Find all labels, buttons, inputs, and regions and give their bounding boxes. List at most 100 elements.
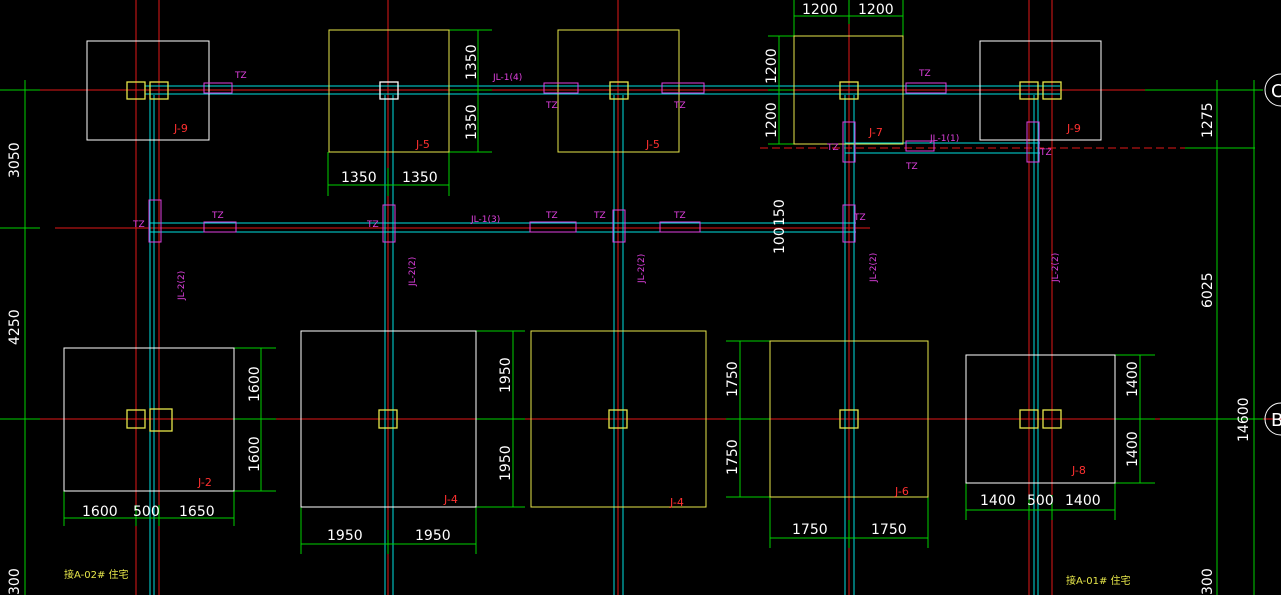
footing-label-j7: J-7 — [868, 126, 883, 139]
footing-j9-left[interactable] — [86, 40, 210, 141]
building-note-left: 接A-02# 住宅 — [64, 568, 129, 581]
dim-text: 1600 — [247, 436, 263, 472]
footing-j4-b[interactable] — [530, 330, 707, 508]
columns — [126, 81, 1062, 432]
dim-text: 300 — [7, 568, 23, 595]
beam-label-jl2-c: JL-2(2) — [637, 254, 647, 284]
tz-label: TZ — [918, 69, 931, 79]
footing-j8[interactable] — [965, 354, 1116, 484]
footing-label-j2: J-2 — [197, 476, 212, 489]
footing-j4-a[interactable] — [300, 330, 477, 508]
column-square[interactable] — [126, 409, 146, 429]
tz-label: TZ — [673, 211, 686, 221]
column-square[interactable] — [1042, 409, 1062, 429]
dim-text: 1750 — [725, 361, 741, 397]
footing-j9-right[interactable] — [979, 40, 1102, 141]
beam-label-jl1-3: JL-1(3) — [470, 215, 500, 225]
tz-label: TZ — [853, 213, 866, 223]
axis-bubble-top[interactable] — [1264, 73, 1281, 107]
column-square[interactable] — [1019, 81, 1039, 100]
axis-bubbles — [1264, 73, 1281, 436]
dim-text: 1750 — [792, 522, 828, 538]
beam-label-jl2-b: JL-2(2) — [408, 257, 418, 287]
dim-text: 1750 — [871, 522, 907, 538]
footings — [63, 29, 1116, 508]
tz-label: TZ — [234, 71, 247, 81]
tz-mark — [543, 82, 579, 94]
dim-text: 1600 — [82, 504, 118, 520]
footing-j6[interactable] — [769, 340, 929, 498]
tz-mark — [661, 82, 705, 94]
tz-marks — [148, 82, 1040, 243]
axis-bubble-bottom-letter: B — [1271, 410, 1281, 431]
dim-text: 1750 — [725, 439, 741, 475]
tz-mark — [203, 82, 233, 94]
tz-mark — [842, 121, 856, 163]
axis-bubble-bottom[interactable] — [1264, 402, 1281, 436]
column-square[interactable] — [839, 409, 859, 429]
footing-label-j9-left: J-9 — [173, 122, 188, 135]
column-square[interactable] — [608, 409, 628, 429]
column-square[interactable] — [149, 408, 173, 432]
building-note-right: 接A-01# 住宅 — [1066, 574, 1131, 587]
tz-label: TZ — [1039, 148, 1052, 158]
dim-text: 1350 — [464, 44, 480, 80]
dim-text: 1200 — [858, 2, 894, 18]
tz-mark — [842, 204, 856, 243]
tz-label: TZ — [545, 101, 558, 111]
column-square[interactable] — [126, 81, 146, 100]
dim-text: 1200 — [802, 2, 838, 18]
dim-text: 1650 — [179, 504, 215, 520]
dim-text: 3050 — [7, 142, 23, 178]
footing-label-j5-b: J-5 — [645, 138, 660, 151]
dim-text: 1350 — [464, 104, 480, 140]
tz-label: TZ — [545, 211, 558, 221]
footing-j7[interactable] — [793, 35, 904, 145]
dim-text: 1950 — [415, 528, 451, 544]
dim-text: 1200 — [764, 102, 780, 138]
column-square[interactable] — [149, 81, 169, 100]
tz-mark — [659, 221, 701, 233]
dim-text: 1950 — [498, 357, 514, 393]
dim-text: 1950 — [498, 445, 514, 481]
footing-label-j9-right: J-9 — [1066, 122, 1081, 135]
column-square[interactable] — [378, 409, 398, 429]
tz-mark — [612, 209, 626, 243]
column-square[interactable] — [1019, 409, 1039, 429]
beam-label-jl1-1: JL-1(1) — [929, 134, 959, 144]
tz-mark — [905, 140, 935, 152]
footing-j2[interactable] — [63, 347, 235, 492]
tz-mark — [382, 204, 396, 243]
column-square[interactable] — [609, 81, 629, 100]
tz-label: TZ — [132, 220, 145, 230]
axis-bubble-top-letter: C — [1271, 81, 1281, 102]
tz-label: TZ — [826, 143, 839, 153]
dim-text: 1275 — [1200, 102, 1216, 138]
tz-label: TZ — [593, 211, 606, 221]
dim-text: 1400 — [980, 493, 1016, 509]
dim-text: 6025 — [1200, 272, 1216, 308]
tz-label: TZ — [905, 162, 918, 172]
tz-label: TZ — [673, 101, 686, 111]
footing-labels: J-9 J-5 J-5 J-7 J-9 J-2 J-4 J-4 J-6 J-8 — [173, 122, 1086, 509]
footing-j5-b[interactable] — [557, 29, 680, 153]
foundation-beams — [145, 85, 1060, 595]
beam-labels: JL-1(4) JL-1(3) JL-1(1) JL-2(2) JL-2(2) … — [177, 73, 1061, 301]
dim-text: 150 — [772, 199, 788, 226]
footing-label-j6: J-6 — [894, 485, 909, 498]
footing-j5-a[interactable] — [328, 29, 450, 153]
dim-text: 1400 — [1125, 361, 1141, 397]
dimension-texts: 1200 1200 1350 1350 1350 1350 1200 1200 … — [7, 2, 1252, 595]
tz-mark — [905, 82, 947, 94]
tz-mark — [1026, 121, 1040, 163]
column-square[interactable] — [379, 81, 399, 100]
beam-label-jl2-d: JL-2(2) — [869, 253, 879, 283]
footing-label-j8: J-8 — [1071, 464, 1086, 477]
beam-label-jl2-a: JL-2(2) — [177, 271, 187, 301]
dim-text: 300 — [1200, 568, 1216, 595]
footing-label-j4-b: J-4 — [669, 496, 684, 509]
column-square[interactable] — [1042, 81, 1062, 100]
column-square[interactable] — [839, 81, 859, 100]
tz-labels: TZ TZ TZ TZ TZ TZ TZ TZ TZ TZ TZ TZ TZ T… — [132, 69, 1052, 230]
